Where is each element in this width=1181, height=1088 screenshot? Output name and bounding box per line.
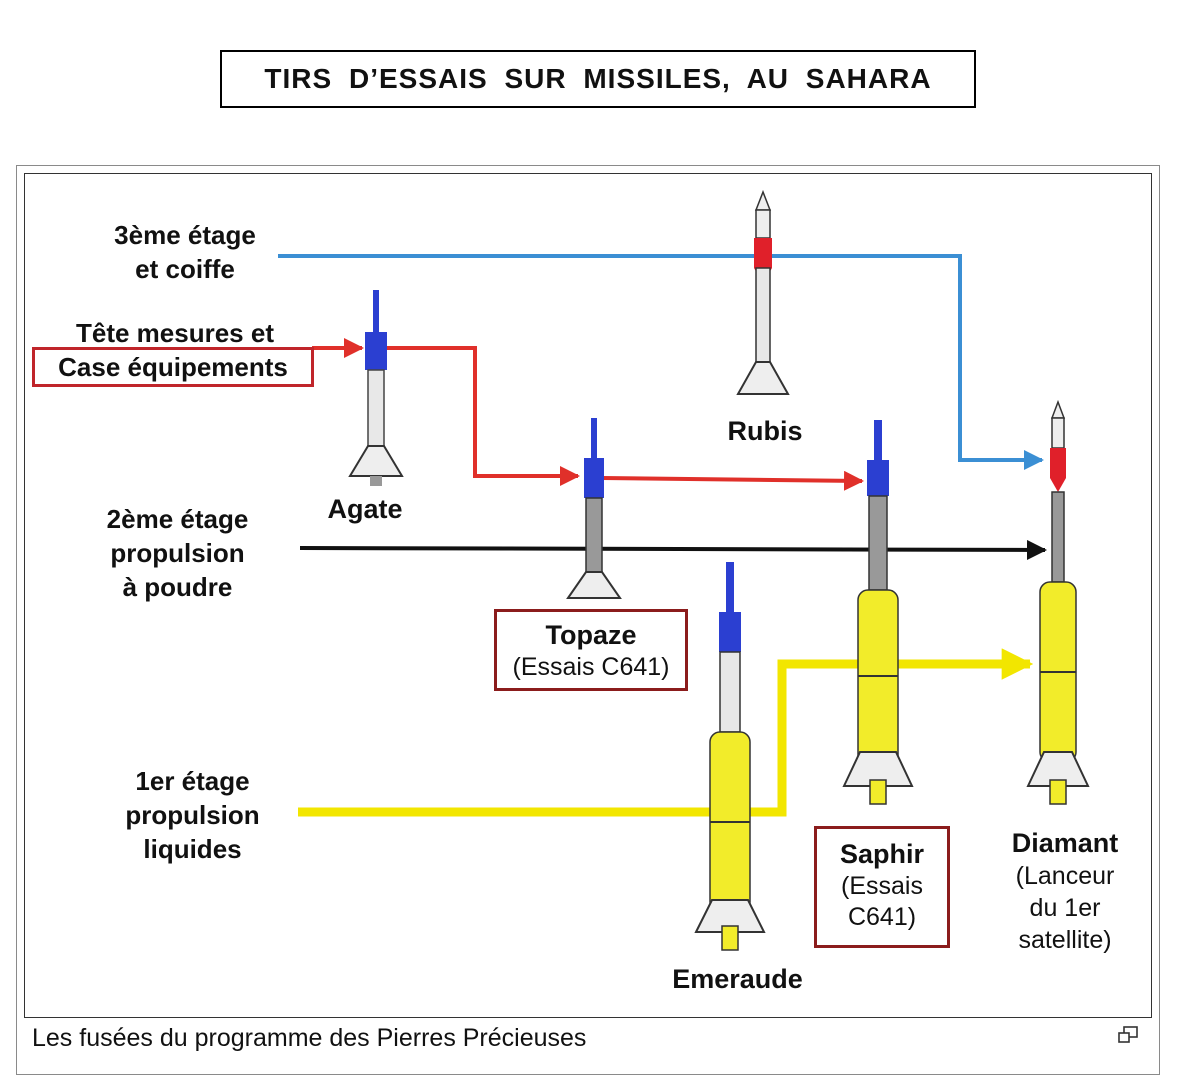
rocket-box-saphir: Saphir (Essais C641) bbox=[814, 826, 950, 948]
label-case-equipements: Case équipements bbox=[32, 347, 314, 387]
rocket-rubis bbox=[736, 189, 790, 395]
stage3-line bbox=[278, 254, 1044, 470]
rocket-sub-topaze: (Essais C641) bbox=[512, 653, 670, 681]
rocket-diamant bbox=[1026, 399, 1090, 805]
label-stage3: 3ème étage et coiffe bbox=[114, 220, 256, 284]
rocket-name-rubis: Rubis bbox=[727, 416, 803, 446]
label-stage2: 2ème étage propulsion à poudre bbox=[106, 504, 249, 602]
stage2-line bbox=[299, 539, 1047, 560]
rocket-saphir bbox=[842, 420, 914, 805]
rocket-emeraude bbox=[694, 562, 766, 951]
stage1-line bbox=[298, 648, 1034, 817]
rocket-name-diamant: Diamant bbox=[1011, 828, 1119, 858]
rocket-topaze bbox=[566, 418, 622, 599]
rocket-label-diamant: Diamant (Lanceur du 1er satellite) bbox=[990, 826, 1140, 956]
figure-caption: Les fusées du programme des Pierres Préc… bbox=[32, 1024, 587, 1052]
rocket-name-saphir: Saphir bbox=[839, 839, 925, 869]
rocket-name-agate: Agate bbox=[327, 494, 403, 524]
rocket-name-emeraude: Emeraude bbox=[672, 964, 803, 994]
label-stage1: 1er étage propulsion liquides bbox=[125, 766, 260, 864]
label-tete-mesures: Tête mesures et bbox=[76, 318, 274, 348]
enlarge-icon[interactable] bbox=[1117, 1026, 1139, 1044]
rocket-box-topaze: Topaze (Essais C641) bbox=[494, 609, 688, 691]
rocket-name-topaze: Topaze bbox=[545, 620, 637, 650]
figure-image-area bbox=[24, 173, 1152, 1018]
tete-line-to-topaze bbox=[384, 346, 580, 486]
rocket-agate bbox=[348, 290, 404, 486]
diagram-title: TIRS D’ESSAIS SUR MISSILES, AU SAHARA bbox=[220, 50, 976, 108]
tete-line-to-saphir bbox=[601, 470, 864, 491]
